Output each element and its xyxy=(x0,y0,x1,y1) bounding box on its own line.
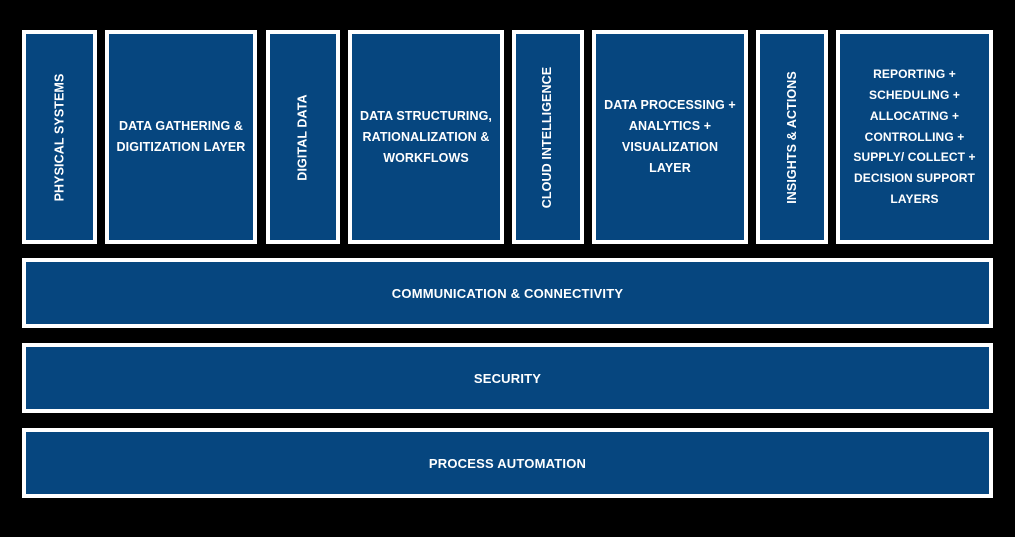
bar-communication-connectivity-label: COMMUNICATION & CONNECTIVITY xyxy=(391,285,624,301)
box-data-structuring-label: DATA STRUCTURING, RATIONALIZATION & WORK… xyxy=(359,108,492,165)
box-physical-systems[interactable]: PHYSICAL SYSTEMS xyxy=(22,30,97,244)
bar-process-automation-fill: PROCESS AUTOMATION xyxy=(26,432,989,494)
bar-process-automation[interactable]: PROCESS AUTOMATION xyxy=(22,428,993,498)
bar-security[interactable]: SECURITY xyxy=(22,343,993,413)
box-physical-systems-label: PHYSICAL SYSTEMS xyxy=(52,73,67,201)
box-cloud-intelligence-fill: CLOUD INTELLIGENCE xyxy=(516,34,580,240)
box-digital-data-label: DIGITAL DATA xyxy=(295,93,310,181)
bar-security-label: SECURITY xyxy=(473,370,542,386)
box-data-processing-fill: DATA PROCESSING + ANALYTICS + VISUALIZAT… xyxy=(596,34,744,240)
box-reporting-layers[interactable]: REPORTING + SCHEDULING + ALLOCATING + CO… xyxy=(836,30,993,244)
box-reporting-layers-fill: REPORTING + SCHEDULING + ALLOCATING + CO… xyxy=(840,34,989,240)
bar-communication-connectivity-fill: COMMUNICATION & CONNECTIVITY xyxy=(26,262,989,324)
box-reporting-layers-label: REPORTING + SCHEDULING + ALLOCATING + CO… xyxy=(853,67,976,206)
box-insights-actions[interactable]: INSIGHTS & ACTIONS xyxy=(756,30,828,244)
bar-communication-connectivity[interactable]: COMMUNICATION & CONNECTIVITY xyxy=(22,258,993,328)
box-digital-data-fill: DIGITAL DATA xyxy=(270,34,336,240)
box-data-gathering[interactable]: DATA GATHERING & DIGITIZATION LAYER xyxy=(105,30,257,244)
box-digital-data[interactable]: DIGITAL DATA xyxy=(266,30,340,244)
box-data-structuring[interactable]: DATA STRUCTURING, RATIONALIZATION & WORK… xyxy=(348,30,504,244)
box-physical-systems-fill: PHYSICAL SYSTEMS xyxy=(26,34,93,240)
bar-security-fill: SECURITY xyxy=(26,347,989,409)
box-data-gathering-label: DATA GATHERING & DIGITIZATION LAYER xyxy=(116,119,246,154)
box-data-processing[interactable]: DATA PROCESSING + ANALYTICS + VISUALIZAT… xyxy=(592,30,748,244)
box-cloud-intelligence[interactable]: CLOUD INTELLIGENCE xyxy=(512,30,584,244)
box-insights-actions-fill: INSIGHTS & ACTIONS xyxy=(760,34,824,240)
box-data-processing-label: DATA PROCESSING + ANALYTICS + VISUALIZAT… xyxy=(604,98,736,175)
bar-process-automation-label: PROCESS AUTOMATION xyxy=(428,455,587,471)
box-data-gathering-fill: DATA GATHERING & DIGITIZATION LAYER xyxy=(109,34,253,240)
box-insights-actions-label: INSIGHTS & ACTIONS xyxy=(784,70,799,204)
box-cloud-intelligence-label: CLOUD INTELLIGENCE xyxy=(540,66,555,208)
box-data-structuring-fill: DATA STRUCTURING, RATIONALIZATION & WORK… xyxy=(352,34,500,240)
